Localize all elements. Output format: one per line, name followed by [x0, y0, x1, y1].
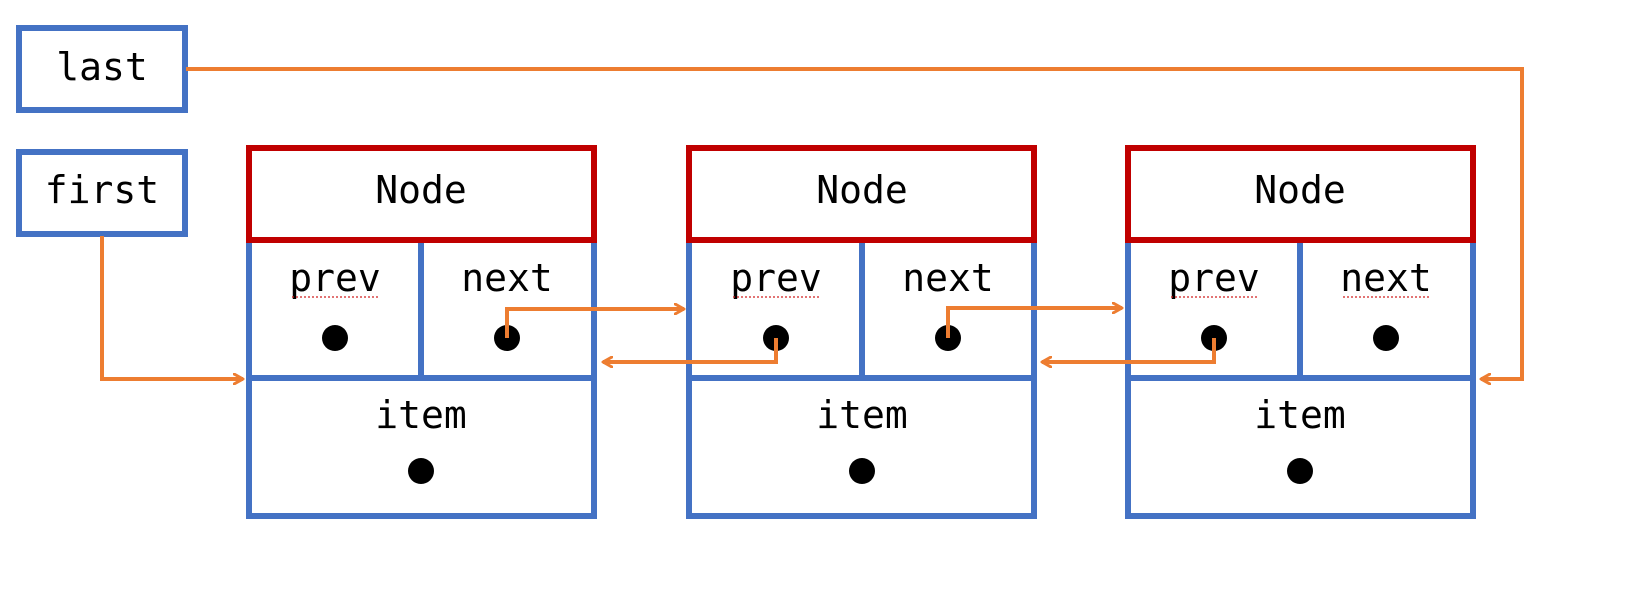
node-2-next-label: next [902, 256, 994, 300]
node-3-next-label: next [1340, 256, 1432, 300]
node-2-prev-to-node-1-arrow [603, 338, 778, 362]
node-2-header [686, 145, 1037, 243]
node-1-header-label: Node [375, 168, 467, 212]
node-3-item-dot [1287, 458, 1313, 484]
node-1-header [246, 145, 597, 243]
node-1-next-to-node-2-arrow [505, 309, 684, 338]
node-1-next-label: next [461, 256, 553, 300]
node-2-header-label: Node [816, 168, 908, 212]
last-pointer-box [16, 25, 188, 113]
node-1-item-label: item [375, 393, 467, 437]
node-2: Node prev next item [686, 145, 1037, 519]
node-3-prev-to-node-2-arrow [1042, 338, 1216, 362]
first-to-node-1-arrow [100, 236, 243, 379]
node-1-prev-dot [322, 325, 348, 351]
node-3-header [1125, 145, 1476, 243]
node-3-item-label: item [1254, 393, 1346, 437]
last-pointer-label: last [56, 45, 148, 89]
first-pointer-label: first [45, 168, 159, 212]
node-3-prev-label: prev [1168, 256, 1260, 300]
node-2-prev-label: prev [730, 256, 822, 300]
last-to-node-3-arrow [186, 67, 1524, 379]
node-2-item-label: item [816, 393, 908, 437]
node-1: Node prev next item [246, 145, 597, 519]
node-2-next-to-node-3-arrow [946, 308, 1122, 338]
node-3-next-dot [1373, 325, 1399, 351]
node-3: Node prev next item [1125, 145, 1476, 519]
node-1-prev-label: prev [289, 256, 381, 300]
node-3-header-label: Node [1254, 168, 1346, 212]
node-1-item-dot [408, 458, 434, 484]
node-2-item-dot [849, 458, 875, 484]
first-pointer-box [16, 149, 188, 237]
